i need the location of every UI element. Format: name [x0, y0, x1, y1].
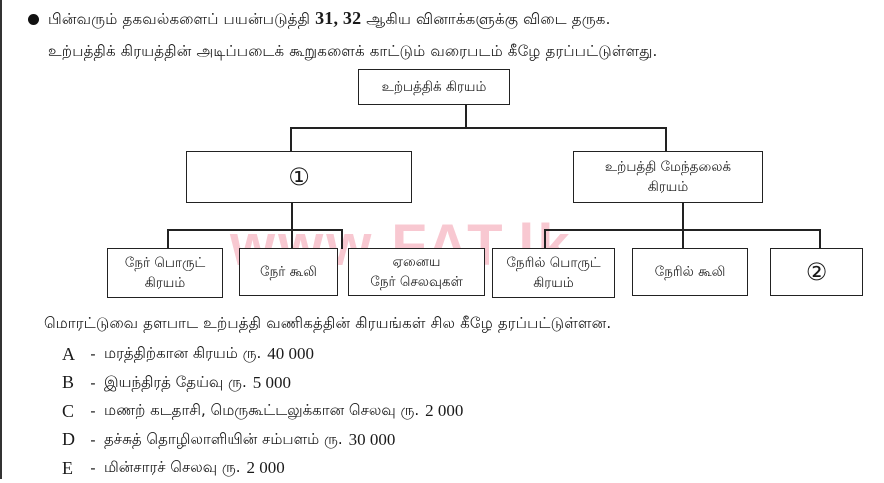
- box-direct-labour: நேர் கூலி: [239, 248, 338, 296]
- item-label: E: [62, 457, 73, 478]
- item-label: B: [62, 372, 75, 393]
- diagram-box-2: ②: [770, 248, 863, 296]
- label: நேர் கூலி: [260, 264, 317, 280]
- item-amount: 40 000: [267, 344, 314, 364]
- costs-intro: மொரட்டுவை தளபாட உற்பத்தி வணிகத்தின் கிரய…: [44, 314, 612, 332]
- overhead-label-line1: உற்பத்தி மேந்தலைக்: [604, 159, 732, 175]
- cost-item-d: D- தச்சுத் தொழிலாளியின் சம்பளம் ரு.30 00…: [62, 429, 396, 450]
- connector: [819, 229, 821, 249]
- connector: [682, 203, 684, 230]
- cost-item-e: E- மின்சாரச் செலவு ரு.2 000: [62, 457, 285, 478]
- item-label: D: [62, 429, 75, 450]
- item-label: A: [62, 343, 75, 364]
- cost-item-b: B- இயந்திரத் தேய்வு ரு.5 000: [62, 372, 291, 393]
- blank-marker-1: ①: [288, 163, 310, 191]
- diagram-box-1: ①: [186, 151, 412, 203]
- diagram-root-box: உற்பத்திக் கிரயம்: [358, 69, 510, 105]
- overhead-label-line2: கிரயம்: [647, 179, 689, 195]
- cost-item-c: C- மணற் கடதாசி, மெருகூட்டலுக்கான செலவு ர…: [62, 400, 464, 421]
- connector: [167, 229, 169, 249]
- connector: [341, 229, 343, 249]
- blank-marker-2: ②: [805, 258, 828, 286]
- connector: [291, 229, 293, 249]
- page-left-border: [0, 0, 2, 479]
- question-numbers: 31, 32: [315, 8, 362, 28]
- root-label: உற்பத்திக் கிரயம்: [381, 79, 487, 95]
- intro-line-2: உற்பத்திக் கிரயத்தின் அடிப்படைக் கூறுகளை…: [48, 42, 658, 60]
- connector: [665, 127, 667, 151]
- label: கிரயம்: [144, 275, 186, 291]
- label: கிரயம்: [533, 275, 574, 291]
- item-text: மரத்திற்கான கிரயம் ரு.: [104, 344, 262, 363]
- item-text: தச்சுத் தொழிலாளியின் சம்பளம் ரு.: [104, 429, 343, 448]
- box-indirect-material: நேரில் பொருட் கிரயம்: [492, 248, 615, 298]
- box-indirect-labour: நேரில் கூலி: [632, 248, 748, 296]
- connector: [682, 229, 684, 249]
- item-text: இயந்திரத் தேய்வு ரு.: [104, 372, 247, 391]
- label: ஏனைய: [392, 254, 441, 270]
- box-direct-material: நேர் பொருட் கிரயம்: [107, 248, 223, 298]
- box-other-direct: ஏனைய நேர் செலவுகள்: [348, 248, 485, 296]
- item-amount: 5 000: [252, 372, 291, 392]
- label: நேரில் கூலி: [654, 264, 726, 280]
- label: நேர் பொருட்: [124, 255, 206, 271]
- intro-text-pre: பின்வரும் தகவல்களைப் பயன்படுத்தி: [48, 10, 311, 28]
- diagram-box-overhead: உற்பத்தி மேந்தலைக் கிரயம்: [573, 151, 763, 203]
- cost-item-a: A- மரத்திற்கான கிரயம் ரு.40 000: [62, 343, 314, 364]
- cost-list: A- மரத்திற்கான கிரயம் ரு.40 000 B- இயந்த…: [62, 340, 463, 483]
- intro-text-post: ஆகிய வினாக்களுக்கு விடை தருக.: [366, 10, 611, 28]
- item-label: C: [62, 400, 75, 421]
- connector: [544, 229, 546, 249]
- label: நேர் செலவுகள்: [370, 274, 463, 290]
- connector: [290, 127, 292, 151]
- item-amount: 30 000: [348, 429, 396, 449]
- connector: [291, 203, 293, 230]
- connector: [290, 127, 666, 129]
- item-amount: 2 000: [246, 458, 285, 478]
- connector: [167, 229, 342, 231]
- bullet-icon: [28, 14, 39, 25]
- item-amount: 2 000: [425, 401, 464, 421]
- label: நேரில் பொருட்: [506, 255, 601, 271]
- connector: [465, 105, 467, 128]
- item-text: மின்சாரச் செலவு ரு.: [104, 458, 241, 477]
- item-text: மணற் கடதாசி, மெருகூட்டலுக்கான செலவு ரு.: [104, 401, 420, 420]
- intro-line-1: பின்வரும் தகவல்களைப் பயன்படுத்தி 31, 32 …: [48, 8, 611, 30]
